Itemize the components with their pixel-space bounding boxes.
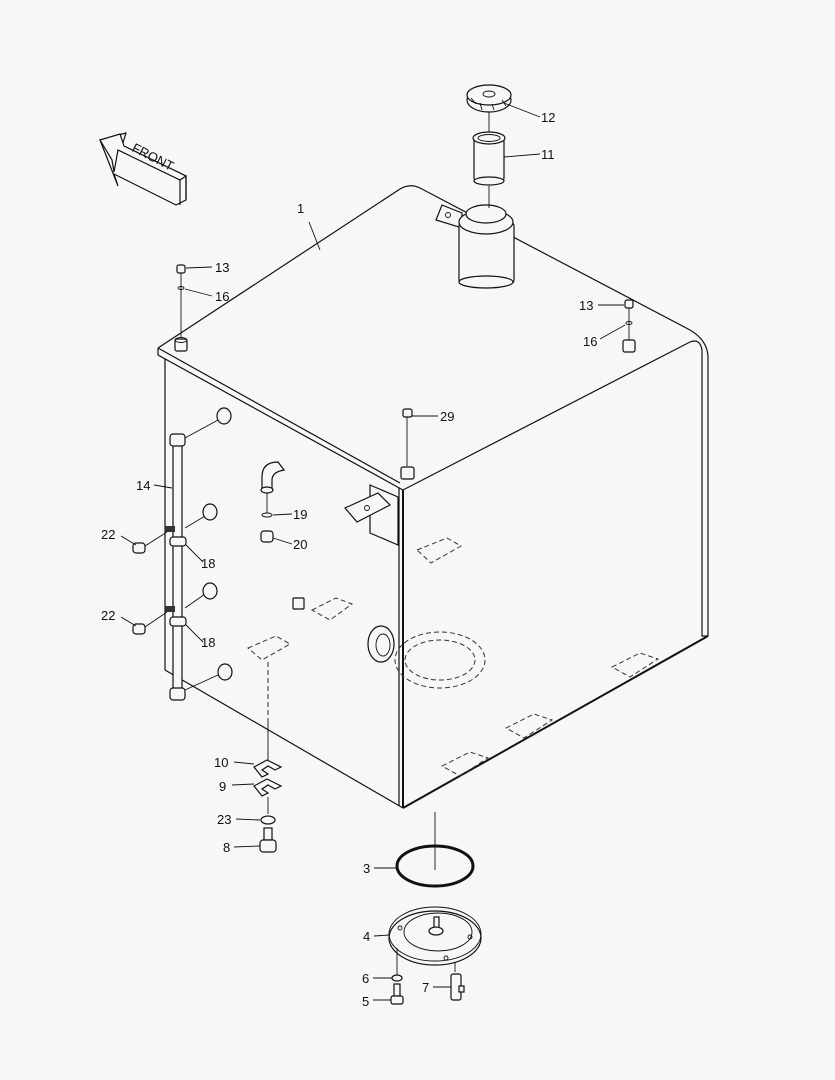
callout-14: 14 bbox=[136, 478, 150, 493]
mounting-bracket bbox=[344, 484, 399, 546]
callout-6: 6 bbox=[362, 971, 369, 986]
callout-18-lower: 18 bbox=[201, 635, 215, 650]
part-19-20-fittings bbox=[260, 461, 334, 543]
part-8-9-10-23-mount bbox=[253, 759, 283, 853]
callout-13-left: 13 bbox=[215, 260, 229, 275]
callout-20: 20 bbox=[293, 537, 307, 552]
callout-7: 7 bbox=[422, 980, 429, 995]
callout-18-upper: 18 bbox=[201, 556, 215, 571]
callout-3: 3 bbox=[363, 861, 370, 876]
callout-labels: 1 12 11 13 16 13 16 29 14 19 20 22 18 22… bbox=[101, 110, 597, 1009]
callout-9: 9 bbox=[219, 779, 226, 794]
part-29-plug bbox=[400, 408, 415, 480]
callout-10: 10 bbox=[214, 755, 228, 770]
callout-12: 12 bbox=[541, 110, 555, 125]
callout-11: 11 bbox=[541, 147, 555, 162]
callout-16-left: 16 bbox=[215, 289, 229, 304]
part-3-o-ring bbox=[395, 844, 475, 888]
port-ring bbox=[367, 625, 486, 689]
callout-19: 19 bbox=[293, 507, 307, 522]
callout-22-lower: 22 bbox=[101, 608, 115, 623]
side-pads bbox=[247, 537, 463, 760]
callout-16-right: 16 bbox=[583, 334, 597, 349]
part-5-6-7-hardware bbox=[390, 973, 465, 1005]
part-13-16-right bbox=[622, 299, 636, 353]
front-direction-arrow: FRONT bbox=[99, 132, 188, 206]
callout-5: 5 bbox=[362, 994, 369, 1009]
part-14-level-gauge bbox=[132, 407, 233, 701]
callout-22-upper: 22 bbox=[101, 527, 115, 542]
tank-body bbox=[157, 185, 709, 809]
callout-4: 4 bbox=[363, 929, 370, 944]
callout-1: 1 bbox=[297, 201, 304, 216]
leader-lines bbox=[120, 102, 626, 1001]
callout-23: 23 bbox=[217, 812, 231, 827]
callout-13-right: 13 bbox=[579, 298, 593, 313]
part-4-cover-plate bbox=[388, 906, 482, 975]
part-12-filler-cap bbox=[466, 84, 512, 132]
part-13-16-left bbox=[174, 264, 188, 352]
part-11-strainer bbox=[472, 131, 506, 208]
callout-8: 8 bbox=[223, 840, 230, 855]
bottom-pads bbox=[434, 652, 660, 870]
filler-neck bbox=[435, 204, 515, 289]
callout-29: 29 bbox=[440, 409, 454, 424]
